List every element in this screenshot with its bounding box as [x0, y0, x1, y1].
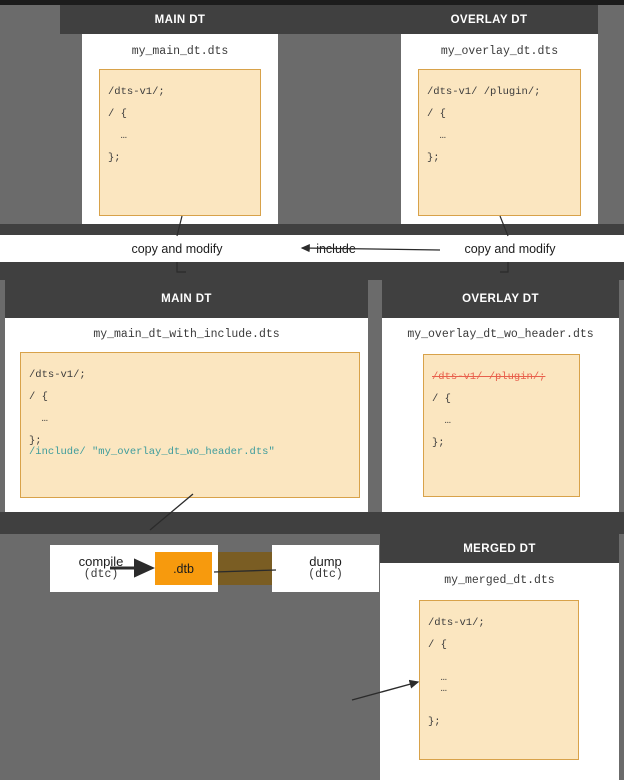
edge-copy-modify-right: copy and modify [440, 235, 580, 262]
row1-main-header: MAIN DT [60, 5, 300, 34]
row1-main-codebox: /dts-v1/; / { … }; [99, 69, 261, 216]
row1-overlay-header-label: OVERLAY DT [450, 13, 528, 26]
code-line: … [108, 130, 127, 143]
row1-main-header-label: MAIN DT [154, 13, 206, 26]
edge-copy-modify-left: copy and modify [102, 235, 252, 262]
code-line: /include/ "my_overlay_dt_wo_header.dts" [29, 446, 275, 459]
code-line: … [428, 683, 447, 696]
code-line: /dts-v1/; [29, 369, 86, 382]
dtb-shadow [218, 552, 278, 585]
dump-label: dump [309, 553, 342, 569]
row3-merged-codebox: /dts-v1/; / { … … }; [419, 600, 579, 760]
row2-main-filename: my_main_dt_with_include.dts [93, 328, 280, 341]
row3-merged-header: MERGED DT [380, 534, 619, 563]
code-line: /dts-v1/ /plugin/; [432, 371, 546, 384]
code-line: / { [29, 391, 48, 404]
edge-row-filler-mid [252, 235, 305, 262]
code-line: /dts-v1/; [428, 617, 485, 630]
row1-overlay-header: OVERLAY DT [380, 5, 598, 34]
code-line: / { [427, 108, 446, 121]
dump-tool-label: (dtc) [308, 568, 343, 582]
code-line: … [428, 672, 447, 685]
compile-label: compile [78, 553, 124, 569]
code-line: }; [427, 152, 440, 165]
code-line: … [432, 415, 451, 428]
code-line: /dts-v1/; [108, 86, 165, 99]
compile-tool-label: (dtc) [83, 568, 119, 582]
code-line: }; [432, 437, 445, 450]
row2-overlay-header: OVERLAY DT [382, 280, 619, 318]
row2-main-header: MAIN DT [5, 280, 368, 318]
row1-overlay-filename: my_overlay_dt.dts [440, 45, 559, 58]
code-line: … [29, 413, 48, 426]
dtb-artifact-chip[interactable]: .dtb [155, 552, 212, 585]
band-top-strip [0, 0, 624, 5]
compile-box: compile (dtc) [50, 545, 152, 592]
code-line: / { [428, 639, 447, 652]
row2-overlay-filename: my_overlay_dt_wo_header.dts [407, 328, 594, 341]
row1-main-filename: my_main_dt.dts [131, 45, 229, 58]
code-line: / { [432, 393, 451, 406]
dtb-label: .dtb [173, 561, 194, 576]
edge-include: include [305, 235, 367, 262]
code-line: }; [108, 152, 121, 165]
band-row2-top [0, 262, 624, 280]
code-line: }; [428, 716, 441, 729]
code-line: / { [108, 108, 127, 121]
dump-box: dump (dtc) [272, 545, 379, 592]
band-row2-bottom [0, 512, 624, 534]
row1-overlay-codebox: /dts-v1/ /plugin/; / { … }; [418, 69, 581, 216]
row2-overlay-header-label: OVERLAY DT [462, 293, 539, 305]
code-line: … [427, 130, 446, 143]
edge-row-filler-right [580, 235, 624, 262]
edge-row-filler-mid2 [367, 235, 440, 262]
row2-main-codebox: /dts-v1/; / { … };/include/ "my_overlay_… [20, 352, 360, 498]
row2-main-header-label: MAIN DT [161, 293, 212, 305]
row3-merged-header-label: MERGED DT [463, 542, 536, 555]
row3-merged-filename: my_merged_dt.dts [444, 574, 555, 587]
code-line: }; [29, 435, 42, 448]
band-row1-bottom [0, 224, 624, 235]
code-line: /dts-v1/ /plugin/; [427, 86, 541, 99]
edge-row-filler-left [0, 235, 102, 262]
row2-overlay-codebox: /dts-v1/ /plugin/; / { … }; [423, 354, 580, 497]
